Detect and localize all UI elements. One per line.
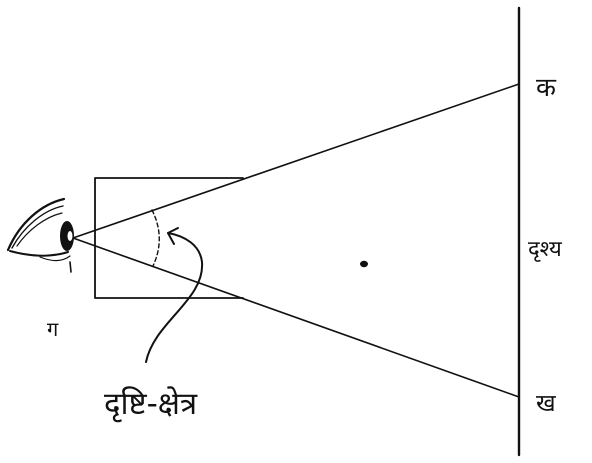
center-point xyxy=(360,261,368,267)
sight-line-top xyxy=(73,84,519,238)
label-bottom-point: ख xyxy=(536,389,556,417)
label-top-point: क xyxy=(536,73,557,103)
frame-rectangle xyxy=(95,178,243,298)
label-field-of-view: दृष्टि-क्षेत्र xyxy=(104,386,198,423)
sight-line-bottom xyxy=(73,238,519,397)
label-scene: दृश्य xyxy=(528,237,563,262)
eye-icon xyxy=(8,199,74,272)
label-eye-point: ग xyxy=(47,317,59,341)
angle-arc xyxy=(152,210,159,266)
